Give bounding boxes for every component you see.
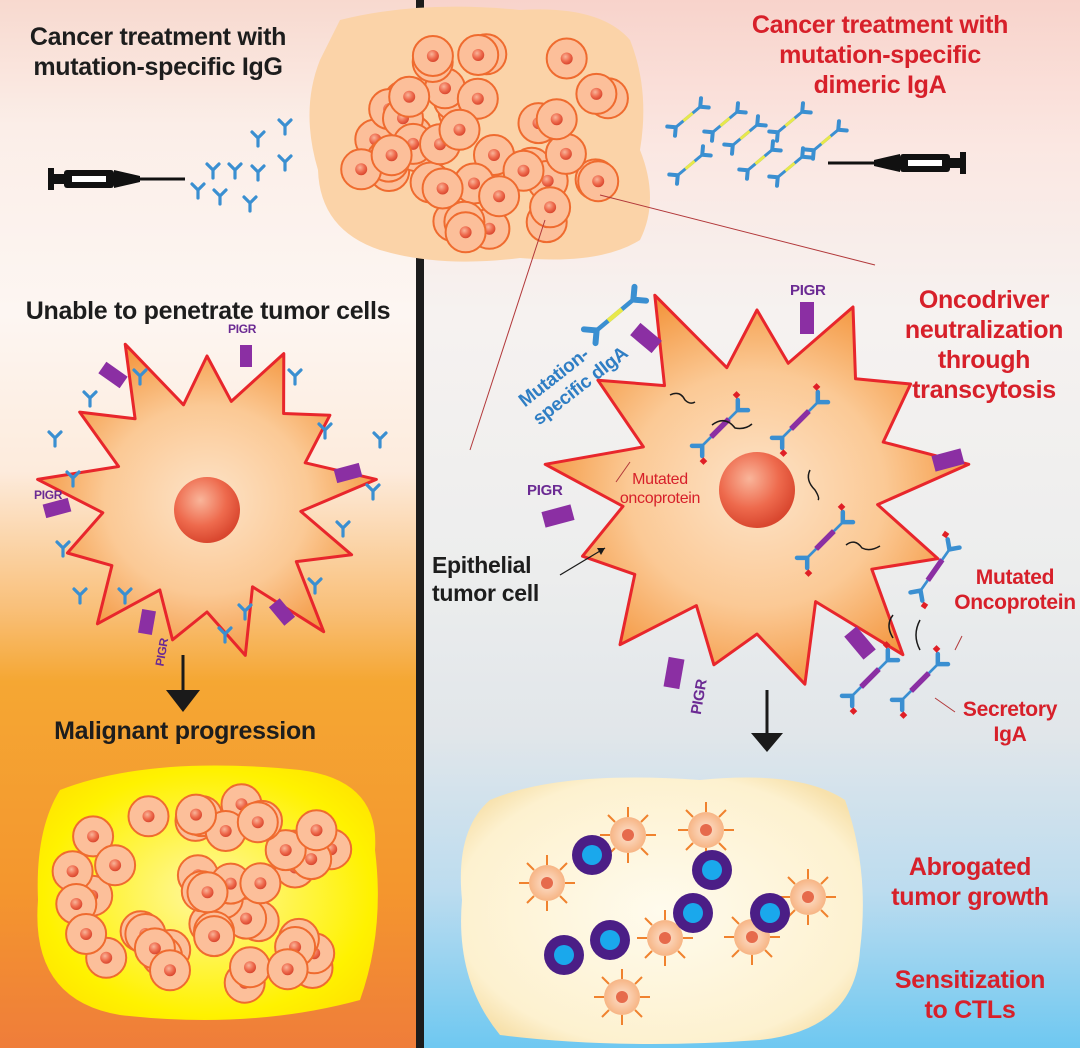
arrow-down-left: [166, 655, 200, 712]
mutated-oncoprotein-outer-label: Mutated Oncoprotein: [954, 566, 1076, 615]
tumor-cell: [457, 34, 500, 76]
left-step-malignant-progression: Malignant progression: [54, 717, 316, 745]
pigr-label: PIGR: [790, 282, 826, 299]
transcytosis-arrows: [669, 392, 921, 651]
tumor-cell: [236, 801, 279, 844]
pigr-receptors-left: [42, 345, 363, 636]
pigr-label: PIGR: [34, 488, 63, 502]
secretory-iga-label: Secretory IgA: [962, 698, 1058, 747]
mutated-oncoprotein-inner-label: Mutated oncoprotein: [619, 471, 701, 508]
tumor-cell: [266, 948, 309, 991]
pigr-label: PIGR: [228, 322, 257, 336]
tumor-cell: [65, 913, 108, 955]
tumor-cell-right: [543, 293, 971, 686]
regressed-tumor-mass: [460, 777, 863, 1044]
tumor-cell: [535, 98, 578, 141]
arrow-down-right: [751, 690, 783, 752]
panel-divider: [416, 0, 424, 1048]
tumor-cell: [127, 795, 170, 838]
tumor-cell: [193, 915, 236, 958]
pigr-label: PIGR: [527, 482, 563, 499]
igg-antibodies-top: [190, 118, 293, 213]
tumor-cell: [544, 132, 587, 175]
malignant-tumor-mass: [37, 765, 378, 1020]
tumor-cell: [421, 167, 464, 210]
syringe-icon-left: [48, 168, 185, 190]
epithelial-tumor-cell-label: Epithelial tumor cell: [432, 552, 539, 606]
diga-antibodies-top: [665, 96, 849, 188]
outcome-abrogated-growth: Abrogated tumor growth: [891, 853, 1049, 911]
tumor-cell: [149, 949, 191, 992]
tumor-cell: [411, 35, 454, 77]
syringe-icon-right: [828, 152, 966, 174]
tumor-cell: [94, 844, 137, 887]
tumor-cell: [545, 37, 588, 80]
tumor-mass-top: [309, 6, 650, 262]
left-title: Cancer treatment with mutation-specific …: [29, 23, 287, 81]
tumor-cell: [295, 809, 338, 852]
tumor-cell: [575, 72, 618, 115]
tumor-cell: [370, 134, 413, 177]
pigr-receptors-right: [541, 302, 965, 690]
tumor-cell: [388, 75, 431, 118]
tumor-cell: [175, 793, 217, 836]
left-step-unable-penetrate: Unable to penetrate tumor cells: [25, 297, 391, 325]
right-title: Cancer treatment with mutation-specific …: [751, 11, 1009, 99]
tumor-cell: [478, 175, 521, 218]
tumor-cell: [438, 108, 481, 151]
tumor-cell: [239, 862, 282, 905]
tumor-cell: [229, 946, 271, 989]
tumor-cell-left: [36, 342, 378, 657]
epithelial-pointer-arrow: [559, 547, 606, 576]
tumor-cell: [186, 871, 229, 914]
tumor-cell: [444, 211, 487, 254]
outcome-sensitization-ctl: Sensitization to CTLs: [894, 966, 1046, 1024]
tumor-cell: [529, 186, 572, 229]
mechanism-label: Oncodriver neutralization through transc…: [904, 286, 1064, 404]
tumor-cell: [577, 160, 620, 203]
